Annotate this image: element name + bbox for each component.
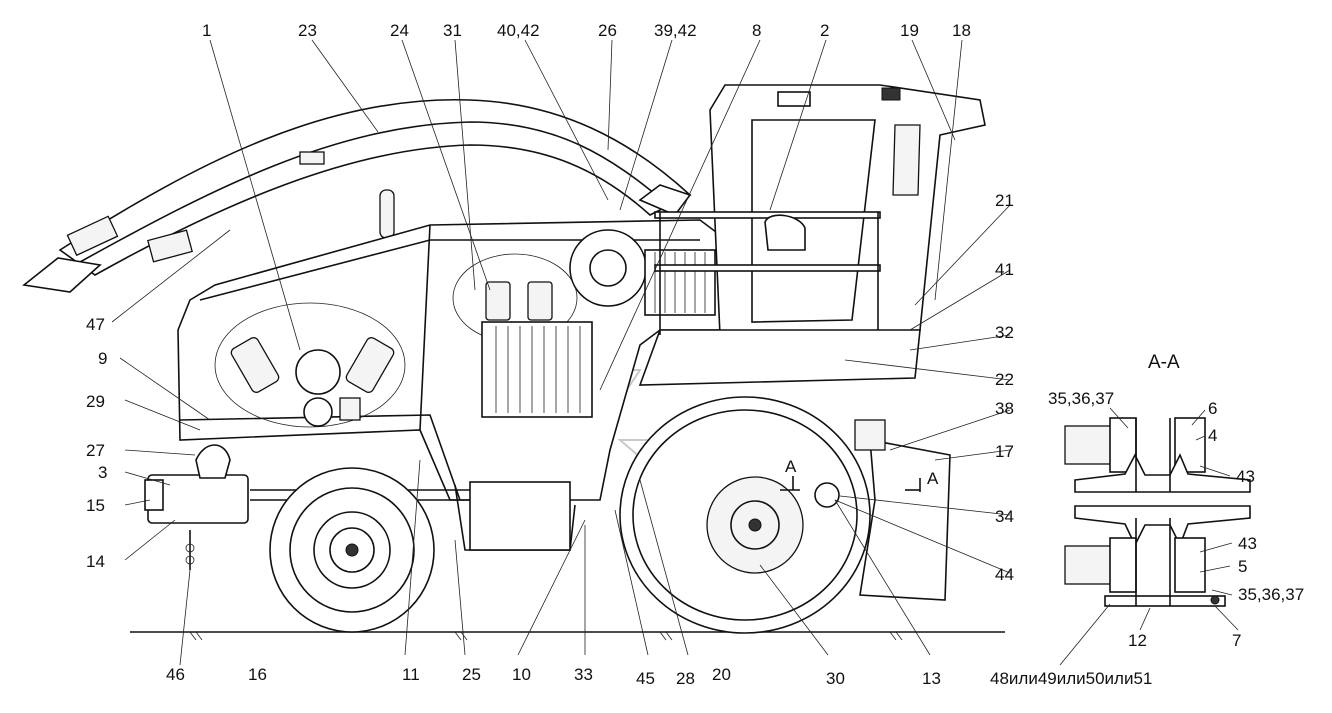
drive-wheel [619, 396, 871, 634]
section-marker-right: A [927, 469, 939, 488]
label-18: 18 [952, 21, 971, 40]
section-caption: 48или49или50или51 [990, 669, 1152, 688]
label-13: 13 [922, 669, 941, 688]
label-11: 11 [402, 665, 420, 684]
label-24: 24 [390, 21, 409, 40]
label-15: 15 [86, 496, 105, 515]
label-33: 33 [574, 665, 593, 684]
body [177, 219, 721, 501]
label-8: 8 [752, 21, 761, 40]
label-41: 41 [995, 260, 1014, 279]
section-label-6: 6 [1208, 399, 1217, 418]
cab [638, 84, 986, 386]
label-20: 20 [712, 665, 731, 684]
label-38: 38 [995, 399, 1014, 418]
section-label-4: 4 [1208, 426, 1217, 445]
top-labels: 1 23 24 31 40,42 26 39,42 8 2 19 18 [202, 21, 971, 40]
label-25: 25 [462, 665, 481, 684]
header-adapter [854, 419, 951, 601]
left-labels: 47 9 29 27 3 15 14 46 [86, 315, 185, 684]
bottom-labels: 16 11 25 10 33 45 28 20 30 13 [248, 665, 941, 688]
label-32: 32 [995, 323, 1014, 342]
label-17: 17 [995, 442, 1014, 461]
section-marks: A A [780, 457, 939, 492]
label-27: 27 [86, 441, 105, 460]
label-28: 28 [676, 669, 695, 688]
label-1: 1 [202, 21, 211, 40]
label-44: 44 [995, 565, 1014, 584]
section-label-12: 12 [1128, 631, 1147, 650]
section-label-43-top: 43 [1236, 467, 1255, 486]
right-labels: 21 41 32 22 38 17 34 44 [995, 191, 1014, 584]
discharge-spout [22, 98, 692, 293]
section-label-35-36-37-top: 35,36,37 [1048, 389, 1114, 408]
section-label-5: 5 [1238, 557, 1247, 576]
label-31: 31 [443, 21, 462, 40]
label-3: 3 [98, 463, 107, 482]
label-40-42: 40,42 [497, 21, 540, 40]
label-30: 30 [826, 669, 845, 688]
label-47: 47 [86, 315, 105, 334]
rear-wheel [269, 467, 435, 633]
label-23: 23 [298, 21, 317, 40]
label-45: 45 [636, 669, 655, 688]
label-22: 22 [995, 370, 1014, 389]
label-46: 46 [166, 665, 185, 684]
label-19: 19 [900, 21, 919, 40]
section-label-35-36-37-bottom: 35,36,37 [1238, 585, 1304, 604]
label-29: 29 [86, 392, 105, 411]
ground-line [130, 631, 1005, 641]
label-34: 34 [995, 507, 1014, 526]
label-21: 21 [995, 191, 1014, 210]
label-26: 26 [598, 21, 617, 40]
section-marker-left: A [785, 457, 797, 476]
section-label-7: 7 [1232, 631, 1241, 650]
label-16: 16 [248, 665, 267, 684]
section-title: A-A [1148, 352, 1180, 373]
label-9: 9 [98, 349, 107, 368]
label-10: 10 [512, 665, 531, 684]
section-label-43-bottom: 43 [1238, 534, 1257, 553]
section-view: A-A 35,36,37 6 4 43 [990, 352, 1304, 688]
front-hitch [144, 444, 249, 570]
leader-lines [111, 39, 1011, 666]
label-39-42: 39,42 [654, 21, 697, 40]
label-14: 14 [86, 552, 105, 571]
label-2: 2 [820, 21, 829, 40]
